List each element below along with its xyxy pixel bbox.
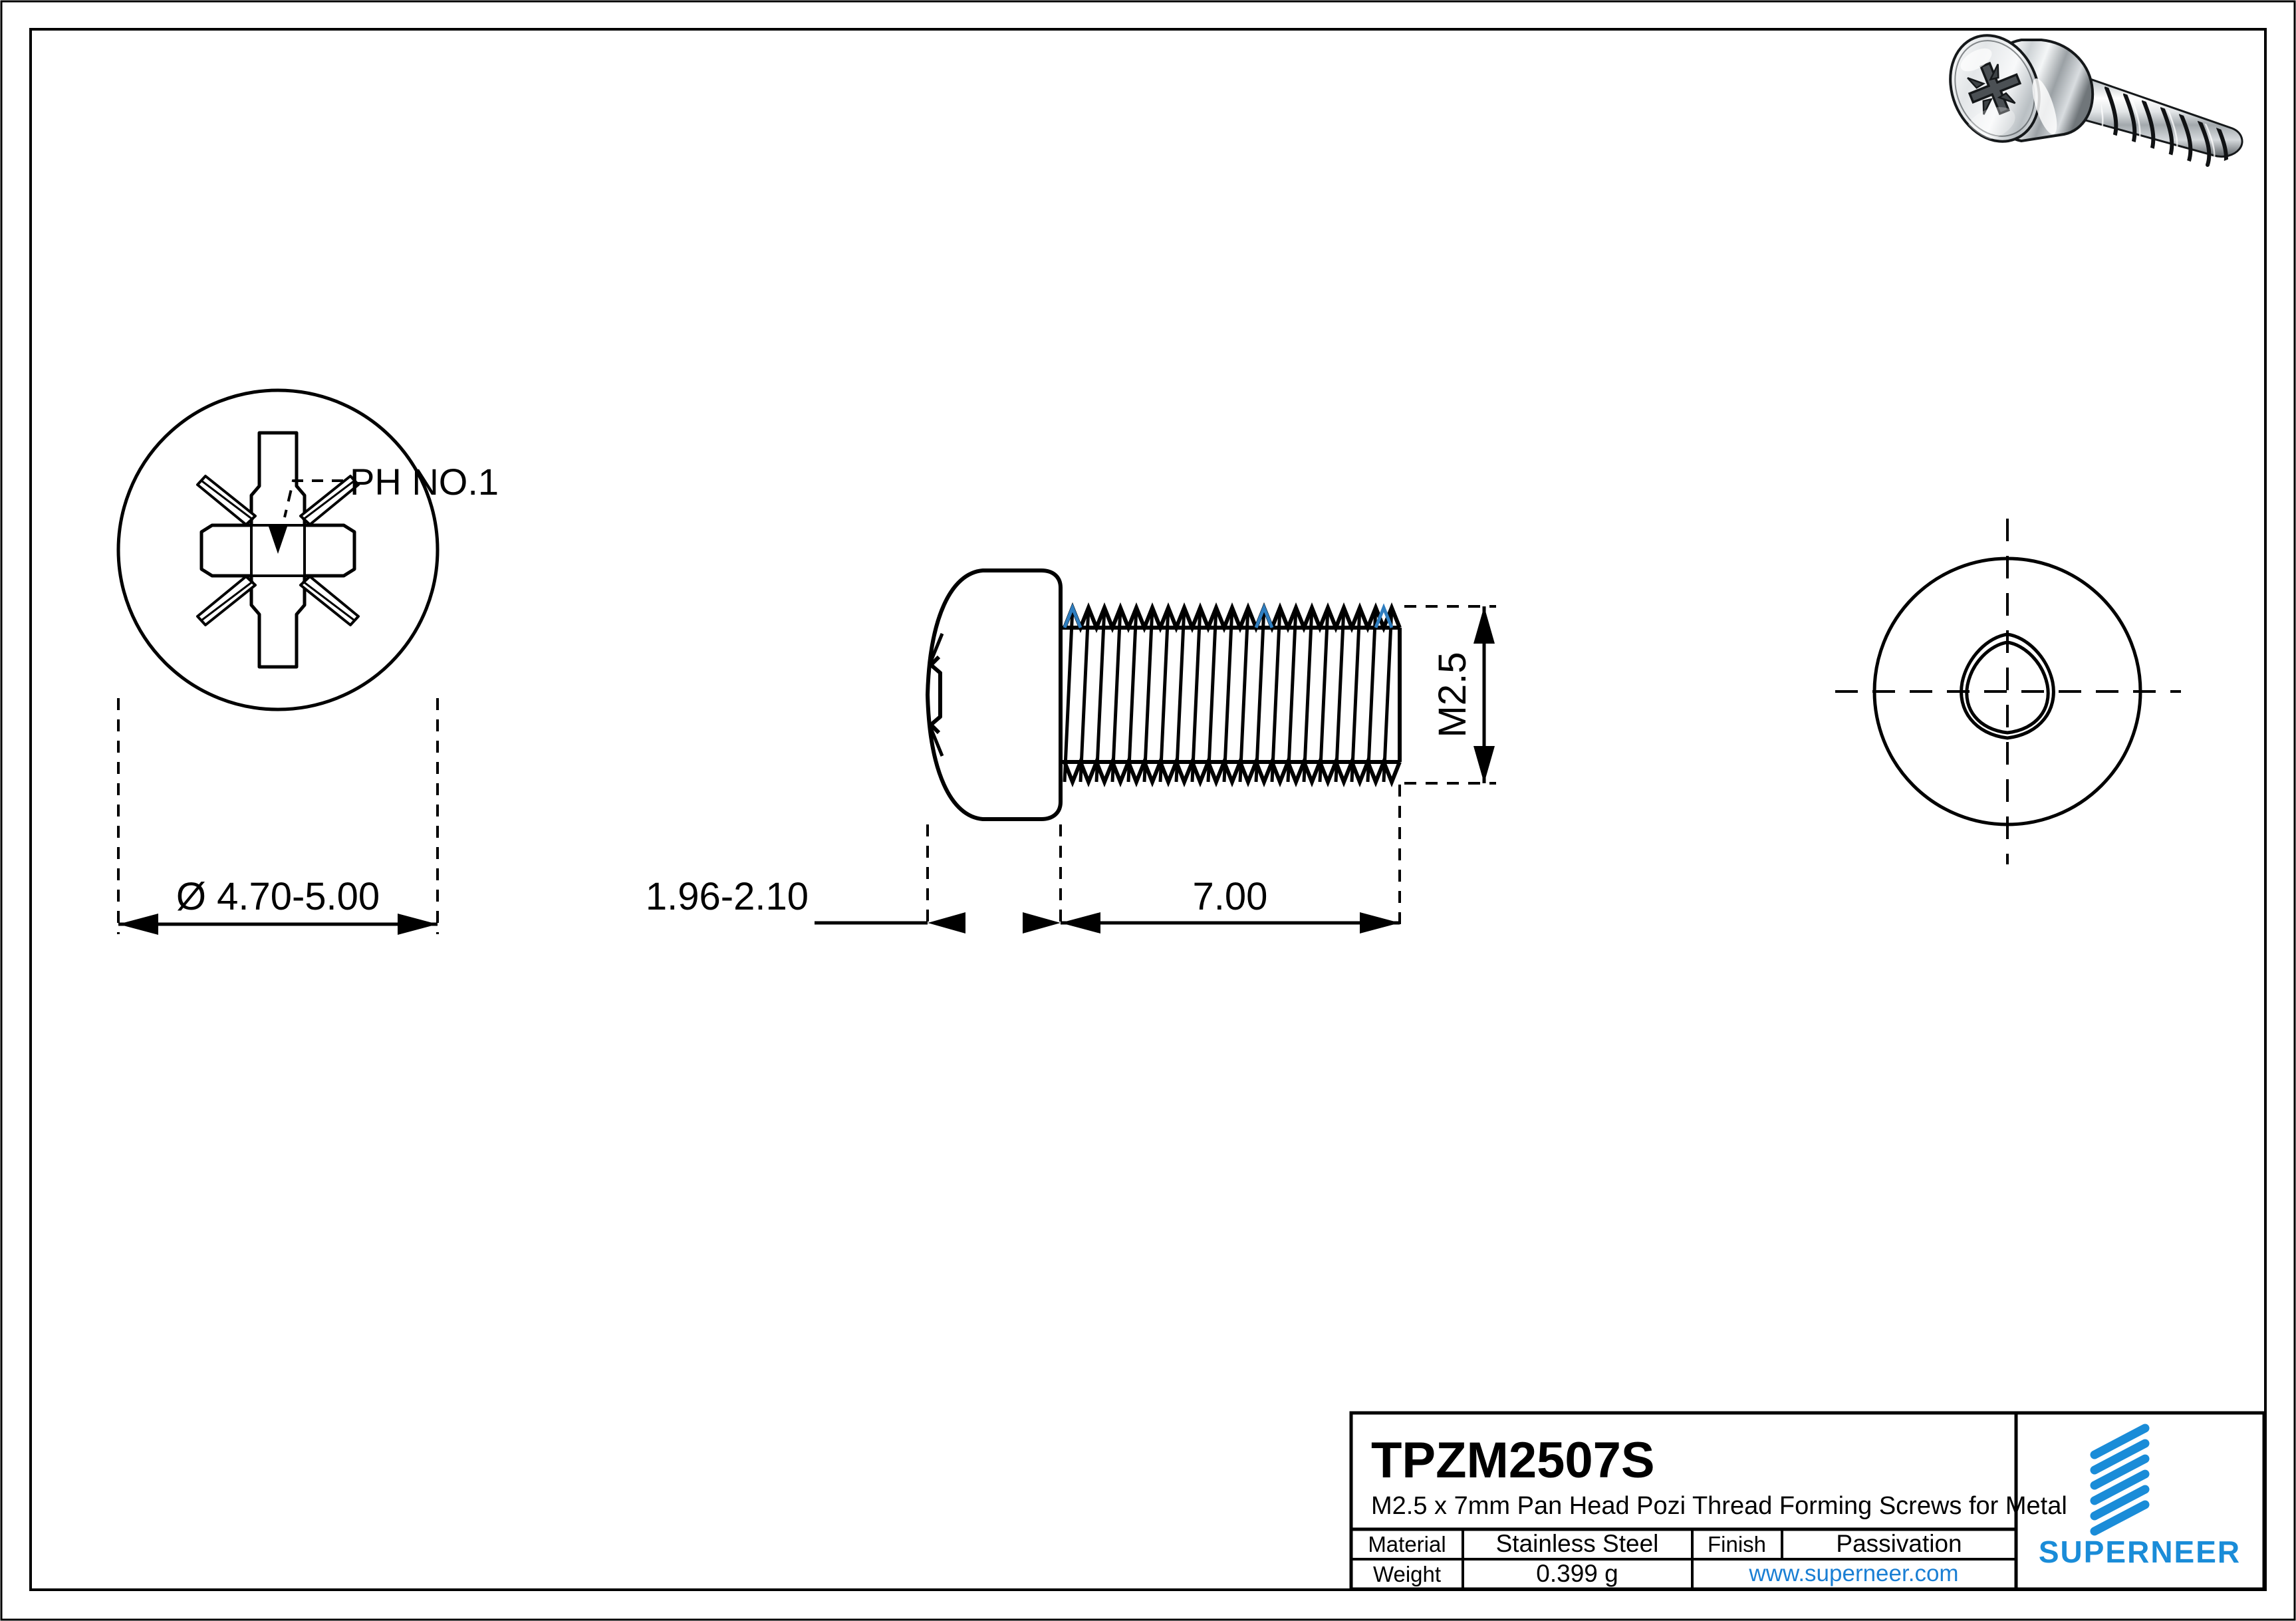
render-thread-ridges [2105,86,2228,168]
part-number: TPZM2507S [1371,1432,1655,1489]
view-end-trilobular [1835,519,2181,864]
thread-size-label: M2.5 [1431,652,1474,738]
title-block: TPZM2507S M2.5 x 7mm Pan Head Pozi Threa… [1349,1411,2266,1591]
material-value: Stainless Steel [1496,1530,1659,1557]
head-recess-notches [929,655,942,735]
head-diameter-label: Ø 4.70-5.00 [176,875,380,918]
thread-length-extension-lines [1059,785,1401,931]
title-block-logo-frame [2014,1411,2266,1591]
weight-value: 0.399 g [1536,1560,1618,1587]
material-label: Material [1368,1532,1446,1557]
drive-callout-arrow [269,527,287,554]
head-diameter-extension-lines [117,698,439,934]
thread-crests-bottom [1063,756,1402,788]
trilobular-inner-profile [1965,640,2050,735]
trilobular-outer-profile [1960,632,2055,740]
render-head-rim [1954,40,2035,137]
thread-length-dimension-line [1061,912,1400,934]
superneer-wordmark: SUPERNEER [2039,1535,2241,1569]
thread-flank-lines [1063,607,1394,783]
drive-callout-leader [283,479,343,518]
pozi-rib-centerlines [201,479,355,622]
head-outline-circle [116,388,440,711]
end-view-centerlines [1835,519,2181,864]
end-view-head-circle [1872,557,2142,826]
finish-label: Finish [1708,1532,1766,1557]
weight-label: Weight [1373,1562,1441,1586]
drawing-frame [29,28,2267,1591]
thread-size-dimension-line [1473,606,1495,783]
finish-value: Passivation [1836,1530,1962,1557]
render-highlight [2032,78,2057,135]
head-recess-slope-lines [928,633,944,757]
render-3d-screw [1949,34,2243,168]
render-highlight-2 [1960,48,1992,72]
pan-head-profile [926,568,1063,821]
head-height-label: 1.96-2.10 [646,875,809,918]
thread-size-extension-lines [1404,605,1496,785]
view-top-pozi-head: PH NO.1 Ø 4.70-5.00 [116,388,499,935]
drive-callout-label: PH NO.1 [350,461,499,503]
part-description: M2.5 x 7mm Pan Head Pozi Thread Forming … [1371,1492,2067,1520]
website-link[interactable]: www.superneer.com [1748,1560,1958,1586]
head-diameter-dimension-line [118,914,438,935]
view-side-elevation: 1.96-2.10 7.00 M2.5 [646,568,1496,934]
thread-length-label: 7.00 [1193,875,1268,918]
render-pozi-recess [1967,61,2022,140]
superneer-logo-icon [2090,1424,2150,1536]
thread-highlight-edges [1063,603,1394,628]
